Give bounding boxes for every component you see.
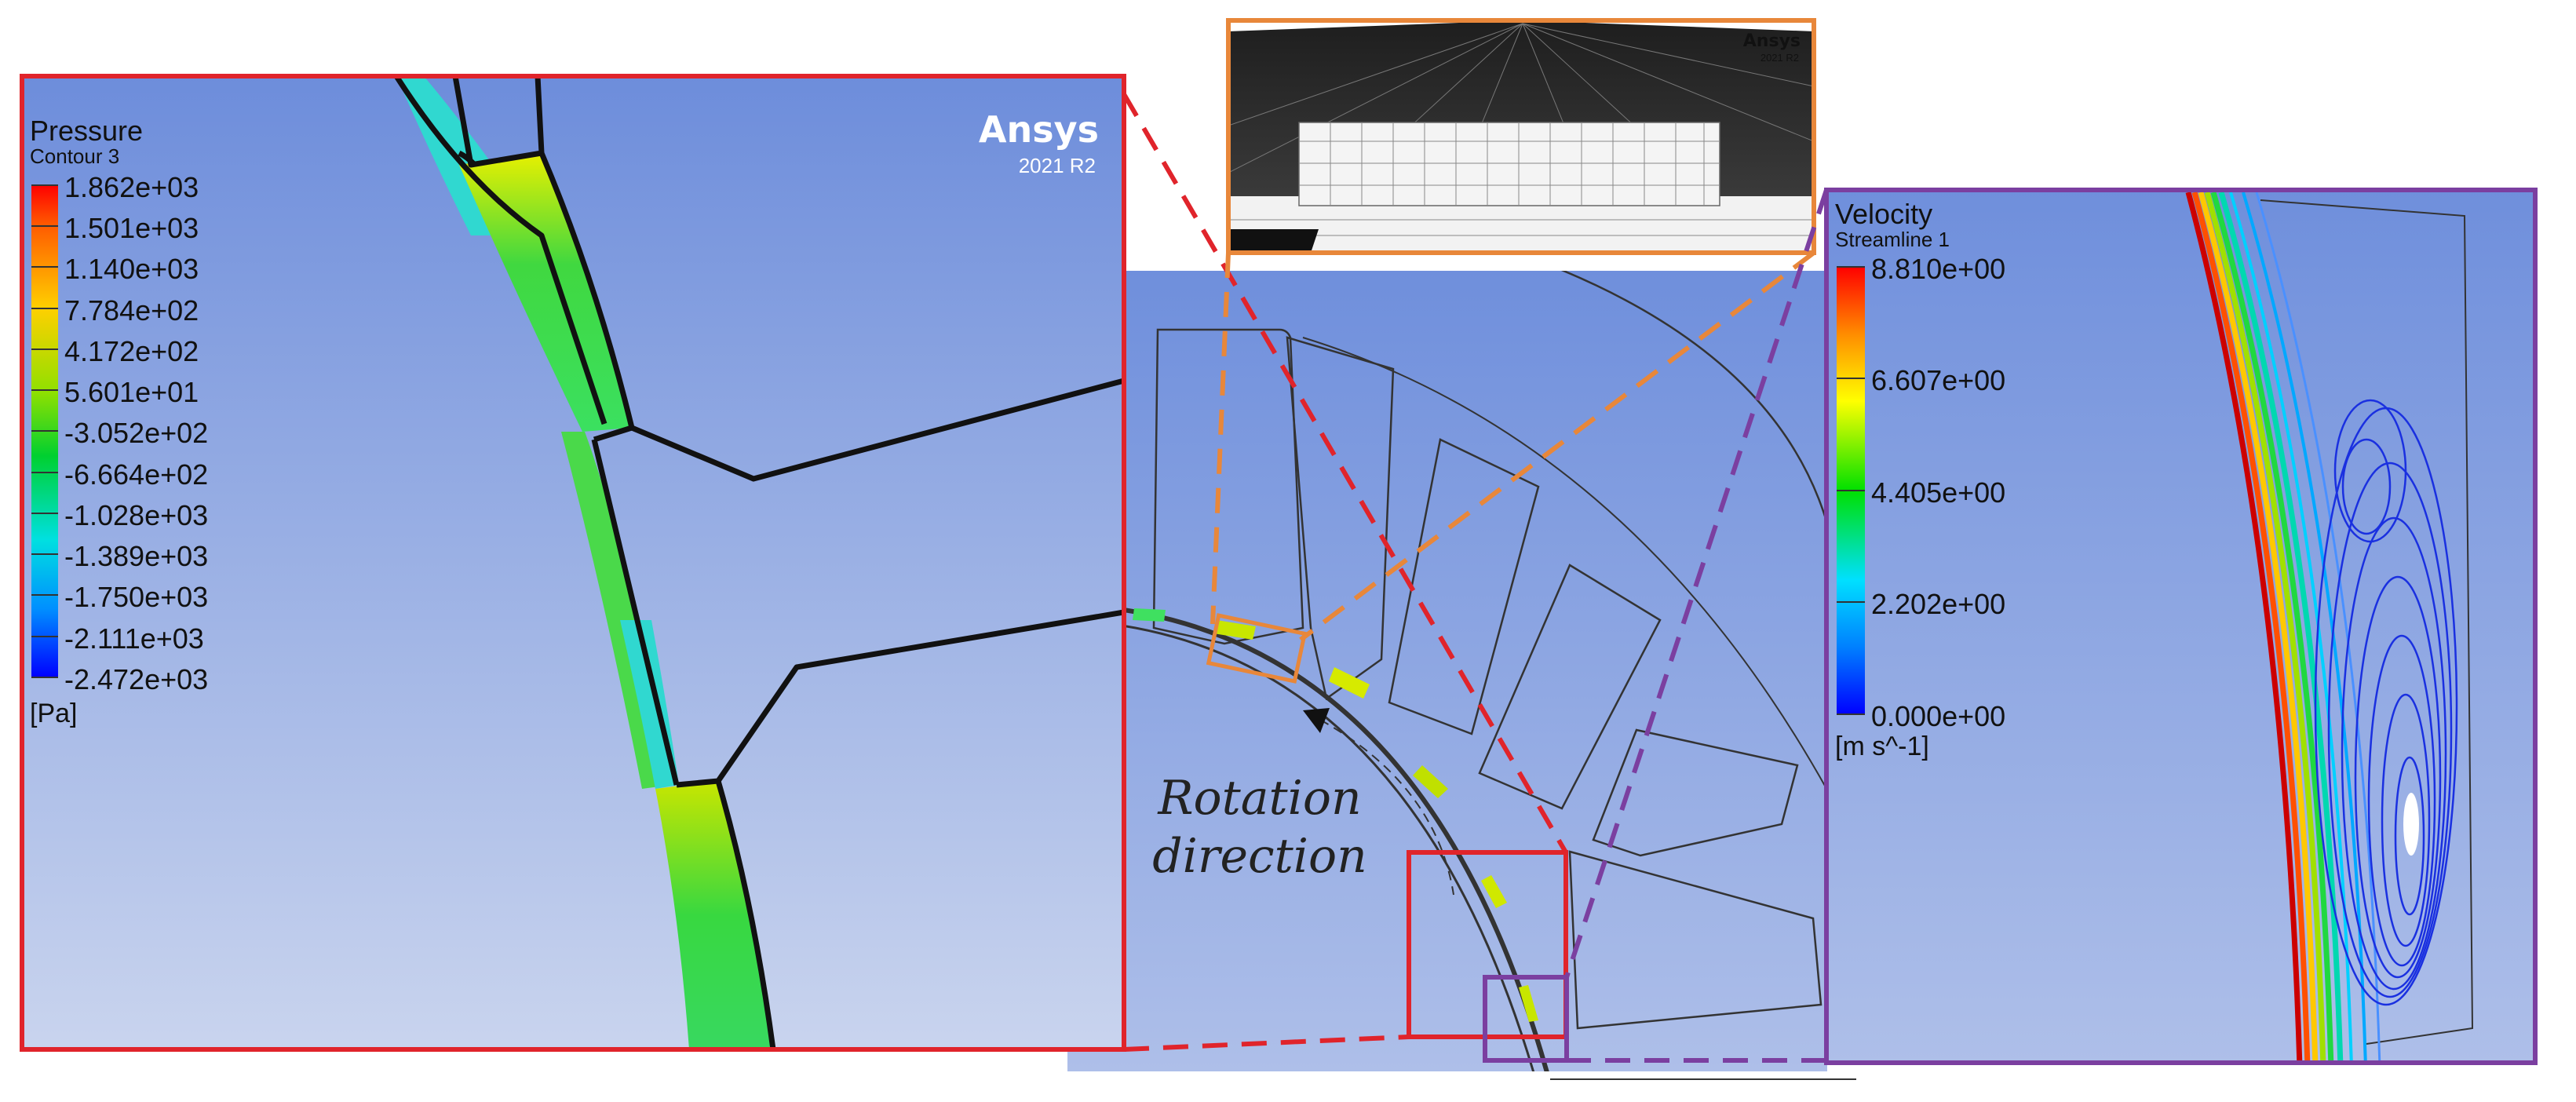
pressure-legend-value: 1.862e+03 [64,171,199,203]
pressure-legend-title: Pressure [30,115,144,147]
vortex-loop [2341,516,2447,991]
purple-connector-top [1564,189,1829,978]
pressure-legend-value: -3.052e+02 [64,417,209,449]
rotation-arc [1319,719,1454,896]
velocity-legend-value: 8.810e+00 [1871,253,2006,285]
velocity-panel-background [1826,190,2535,1063]
gap-patch [1213,620,1256,640]
gap-patch [1329,667,1370,699]
velocity-legend-subtitle: Streamline 1 [1835,228,1950,251]
velocity-domain-outline [2260,199,2474,1045]
tooth-upper-side [538,151,635,443]
vortex-loop [2381,693,2431,947]
red-connector-bottom [1123,1034,1410,1052]
mesh-panel [1226,18,1816,255]
tooth-lower-side [715,780,776,1049]
rotation-label-line-2: direction [1152,829,1367,884]
rotation-label-line-1: Rotation [1158,771,1362,826]
mesh-zoom-box [1206,613,1308,684]
streamline-lime [2204,192,2326,1063]
overview-panel [1067,271,1856,1080]
streamline-light-blue [2242,192,2367,1063]
rotor-arc [1067,602,1549,1071]
rotation-arrow-icon [1303,708,1330,733]
slot-gap-edge [591,439,680,786]
slot-4 [1478,564,1662,810]
pressure-legend-value: 4.172e+02 [64,335,199,367]
velocity-legend-value: 4.405e+00 [1871,476,2006,509]
mesh-panel-border [1226,18,1816,255]
velocity-legend-title: Velocity [1835,198,1933,230]
tooth-upper-right [630,378,1124,482]
pressure-legend-value: -1.028e+03 [64,499,209,531]
streamline-red [2185,192,2303,1063]
gap-patch [1481,875,1507,908]
slot-6 [1568,850,1823,1030]
mesh-brand-version: 2021 R2 [1760,52,1799,64]
velocity-panel [1824,188,2538,1065]
gap-patch [1413,765,1448,798]
streamline-yellow [2198,192,2319,1063]
pressure-legend-subtitle: Contour 3 [30,144,120,168]
slot-3 [1388,438,1540,735]
pressure-brand-logo: Ansys [978,108,1099,151]
streamline-orange [2191,192,2311,1063]
velocity-legend-value: 6.607e+00 [1871,364,2006,396]
velocity-legend-value: 2.202e+00 [1871,588,2006,620]
stator-mid-arc [1302,337,1827,792]
overview-background [1067,271,1827,1071]
gap-patch [1133,608,1166,622]
vortex-loop [2367,634,2436,967]
vortex-core [2403,793,2419,856]
pressure-legend-value: 1.140e+03 [64,253,199,285]
vortex-loop [2341,438,2392,535]
pressure-legend-unit: [Pa] [30,699,78,728]
gap-patch [1519,985,1538,1022]
pressure-legend-value: -2.111e+03 [64,622,204,655]
velocity-zoom-box [1483,975,1569,1063]
pressure-region-lower [655,781,773,1049]
streamline-cyan [2229,192,2353,1063]
vortex-loop [2354,575,2442,979]
pressure-panel [20,74,1126,1052]
connector-lines [1122,93,1829,1063]
streamline-green [2210,192,2334,1063]
velocity-panel-border [1824,188,2538,1065]
pressure-legend-value: 5.601e+01 [64,376,199,408]
pressure-legend-value: -1.389e+03 [64,540,209,572]
pressure-legend-value: -2.472e+03 [64,663,209,695]
tooth-lower-right [676,609,1124,788]
velocity-legend-value: 0.000e+00 [1871,700,2006,732]
vortex-loop [2327,462,2453,998]
pressure-legend-value: -6.664e+02 [64,458,209,491]
pressure-panel-border [20,74,1126,1052]
pressure-legend-value: -1.750e+03 [64,581,209,613]
red-connector-top [1122,93,1568,854]
tooth-upper [452,76,545,168]
pressure-legend-value: 7.784e+02 [64,294,199,327]
rotor-inner-arc [1067,619,1535,1071]
gap-strip-lower [620,620,679,789]
pressure-legend-value: 1.501e+03 [64,212,199,244]
velocity-legend-unit: [m s^-1] [1835,732,1929,761]
vortex-loop [2333,399,2407,543]
slot-5 [1592,728,1799,857]
streamline-blue [2255,192,2381,1063]
mesh-brand-logo: Ansys [1742,31,1801,51]
orange-connector-left [1210,252,1231,625]
vortex-loop [2394,756,2425,916]
pressure-region-upper [459,153,632,432]
streamline-teal [2218,192,2344,1063]
rotor-edge-upper [394,76,608,425]
rotation-direction-label: Rotation direction [1142,769,1377,885]
pressure-brand-version: 2021 R2 [1018,154,1096,177]
slot-1 [1152,328,1304,645]
stator-outer-arc [1560,271,1827,528]
orange-connector-right [1299,250,1815,642]
mesh-corner [1228,229,1319,253]
mesh-gap-block [1298,122,1720,206]
